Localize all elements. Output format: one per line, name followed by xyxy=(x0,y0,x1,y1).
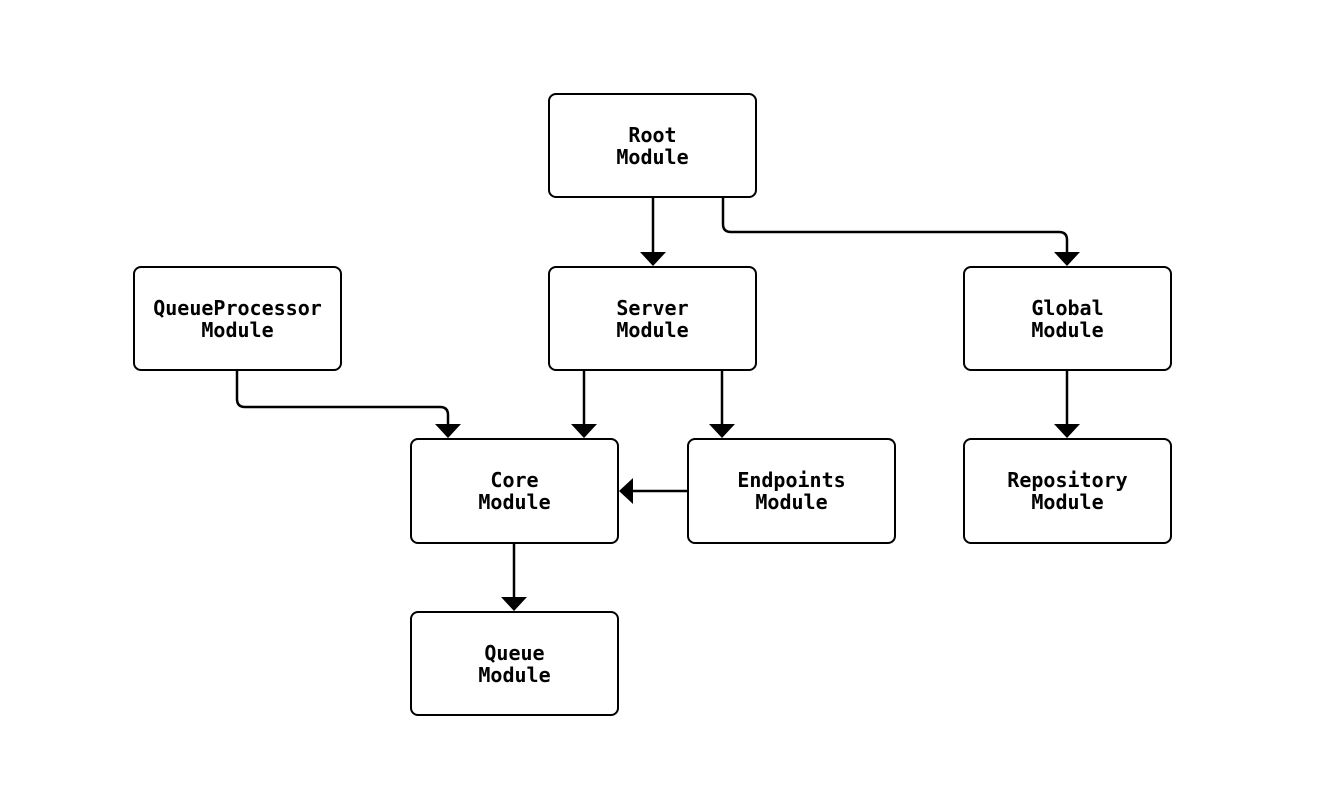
node-label-line: Module xyxy=(201,317,274,342)
node-label-line: Queue xyxy=(484,640,545,665)
node-label-line: Module xyxy=(478,490,551,514)
node-label-line: Module xyxy=(478,662,551,687)
node-label-line: Module xyxy=(616,144,689,169)
node-label-line: Module xyxy=(755,490,828,514)
arrowhead-core-to-queue xyxy=(501,597,527,611)
arrowhead-root-to-server xyxy=(640,252,666,266)
arrowhead-root-to-global xyxy=(1054,252,1080,266)
node-label-line: Root xyxy=(628,122,677,147)
arrowhead-server-to-endpoints xyxy=(709,424,735,438)
node-label-line: Module xyxy=(1031,490,1104,514)
node-label-line: Core xyxy=(490,468,539,492)
edge-root-to-global xyxy=(721,198,1069,252)
node-label-line: Module xyxy=(1031,317,1104,342)
node-label-line: Global xyxy=(1031,295,1104,320)
arrowhead-global-to-repository xyxy=(1054,424,1080,438)
arrowhead-endpoints-to-core xyxy=(619,478,633,504)
arrowhead-queueprocessor-to-core xyxy=(435,424,461,438)
node-label-line: Server xyxy=(616,295,689,320)
node-label-line: Repository xyxy=(1007,468,1128,492)
edge-queueprocessor-to-core xyxy=(235,371,450,424)
node-label-line: QueueProcessor xyxy=(153,295,322,320)
node-label-line: Module xyxy=(616,317,689,342)
arrowhead-server-to-core xyxy=(571,424,597,438)
node-label-line: Endpoints xyxy=(737,468,846,492)
